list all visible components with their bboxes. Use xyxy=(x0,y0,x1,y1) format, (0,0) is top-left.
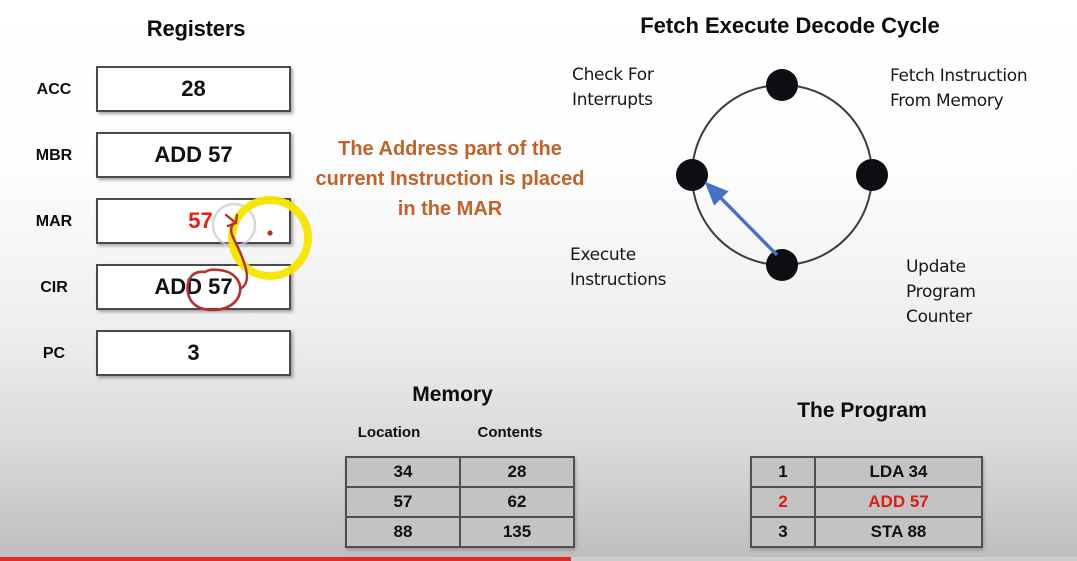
program-cell-instruction: LDA 34 xyxy=(814,456,983,488)
program-cell-line: 3 xyxy=(750,516,816,548)
memory-cell-location: 34 xyxy=(345,456,461,488)
register-row-mbr: MBR ADD 57 xyxy=(20,132,295,180)
memory-header-location: Location xyxy=(357,424,421,441)
register-value-mar: 57 xyxy=(188,208,213,233)
program-title: The Program xyxy=(797,399,927,422)
register-label-acc: ACC xyxy=(36,81,72,98)
register-box-cir: ADD 57 xyxy=(96,264,291,310)
cycle-label-update-program-counter: Update Program Counter xyxy=(906,257,976,327)
cycle-ring xyxy=(691,84,873,266)
register-row-acc: ACC 28 xyxy=(20,66,295,114)
register-row-mar: MAR 57 xyxy=(20,198,295,246)
table-row: 34 28 xyxy=(345,456,575,488)
program-cell-line: 1 xyxy=(750,456,816,488)
program-cell-instruction: ADD 57 xyxy=(814,486,983,518)
register-label-mbr: MBR xyxy=(35,147,73,164)
callout-text: The Address part of the current Instruct… xyxy=(315,138,585,220)
cycle-diagram xyxy=(676,69,888,281)
cycle-node-left xyxy=(676,159,708,191)
memory-cell-contents: 62 xyxy=(459,486,575,518)
register-box-mar: 57 xyxy=(96,198,291,244)
table-row: 88 135 xyxy=(345,516,575,548)
memory-header-contents: Contents xyxy=(477,424,543,441)
memory-cell-location: 57 xyxy=(345,486,461,518)
memory-cell-contents: 135 xyxy=(459,516,575,548)
cycle-label-check-interrupts: Check For Interrupts xyxy=(572,65,654,110)
memory-cell-contents: 28 xyxy=(459,456,575,488)
program-cell-line: 2 xyxy=(750,486,816,518)
table-row: 1 LDA 34 xyxy=(750,456,983,488)
register-value-mbr: ADD 57 xyxy=(154,142,233,167)
register-row-cir: CIR ADD 57 xyxy=(20,264,295,312)
memory-cell-location: 88 xyxy=(345,516,461,548)
cycle-label-execute-instructions: Execute Instructions xyxy=(570,245,667,290)
cycle-node-top xyxy=(766,69,798,101)
video-progress-fill xyxy=(0,557,571,561)
register-box-mbr: ADD 57 xyxy=(96,132,291,178)
video-progress-track[interactable] xyxy=(0,557,1077,561)
program-table: 1 LDA 34 2 ADD 57 3 STA 88 xyxy=(750,456,983,548)
registers-title: Registers xyxy=(146,16,246,41)
cycle-node-right xyxy=(856,159,888,191)
cycle-label-fetch-instruction: Fetch Instruction From Memory xyxy=(890,66,1028,111)
register-value-cir: ADD 57 xyxy=(154,274,233,299)
register-box-acc: 28 xyxy=(96,66,291,112)
program-cell-instruction: STA 88 xyxy=(814,516,983,548)
cycle-title: Fetch Execute Decode Cycle xyxy=(640,13,940,38)
table-row: 2 ADD 57 xyxy=(750,486,983,518)
register-value-pc: 3 xyxy=(187,340,200,365)
table-row: 3 STA 88 xyxy=(750,516,983,548)
register-value-acc: 28 xyxy=(181,76,206,101)
register-label-pc: PC xyxy=(42,345,66,362)
memory-table: 34 28 57 62 88 135 xyxy=(345,456,575,548)
cycle-progress-arrow xyxy=(704,181,779,257)
memory-title: Memory xyxy=(412,383,493,406)
register-label-cir: CIR xyxy=(40,279,68,296)
cycle-node-bottom xyxy=(766,249,798,281)
table-row: 57 62 xyxy=(345,486,575,518)
register-row-pc: PC 3 xyxy=(20,330,295,378)
register-label-mar: MAR xyxy=(35,213,73,230)
register-box-pc: 3 xyxy=(96,330,291,376)
